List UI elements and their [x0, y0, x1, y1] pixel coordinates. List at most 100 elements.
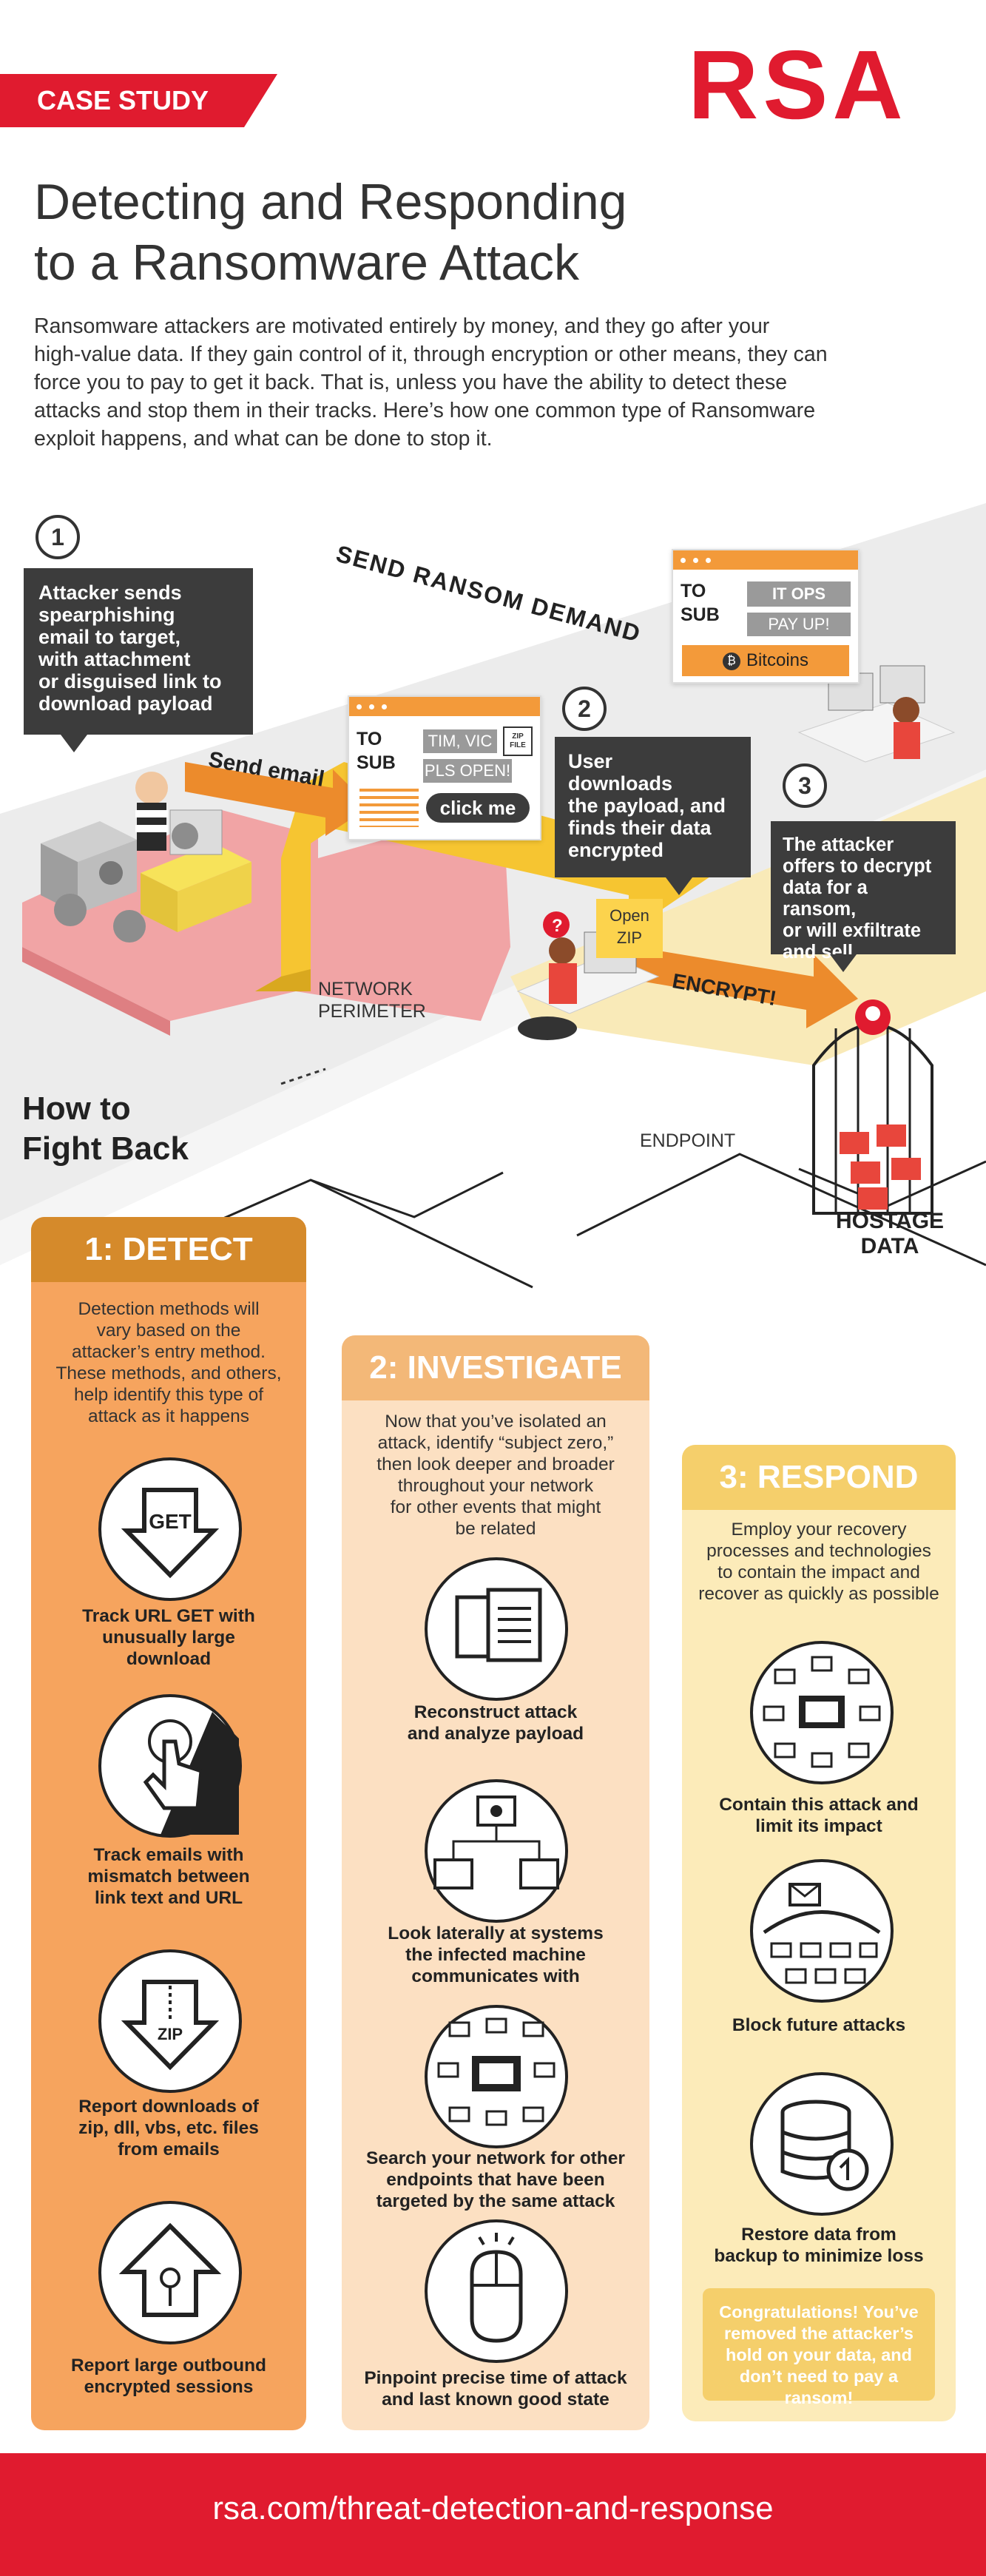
user-head: [549, 937, 575, 964]
callout-line: offers to decrypt: [783, 856, 932, 877]
endpoint-label: ENDPOINT: [640, 1130, 736, 1151]
svg-text:?: ?: [552, 916, 563, 936]
upload-key-icon: [98, 2201, 242, 2344]
page-title: Detecting and Responding to a Ransomware…: [34, 172, 922, 293]
investigate-column: 2: INVESTIGATE Now that you’ve isolated …: [342, 1335, 649, 2430]
callout-line: User: [568, 750, 613, 772]
data-block: [877, 1125, 906, 1147]
question-icon: [543, 911, 570, 938]
intro-line: Ransomware attackers are motivated entir…: [34, 314, 770, 338]
intro-line: high-value data. If they gain control of…: [34, 343, 828, 366]
email-to-label: TO: [681, 581, 706, 601]
documents-icon: [425, 1557, 568, 1701]
blocked-email-icon: [750, 1859, 894, 2003]
bitcoins-button[interactable]: ₿ Bitcoins: [682, 645, 849, 676]
step-2-number: 2: [562, 687, 607, 731]
callout-line: downloads: [568, 772, 672, 795]
safe-icon: [41, 821, 137, 862]
investigate-title: 2: INVESTIGATE: [342, 1335, 649, 1400]
hostage-data-label: HOSTAGE DATA: [835, 1209, 945, 1258]
email-to-label: TO: [357, 729, 382, 749]
phishing-email: TO SUB TIM, VIC PLS OPEN! ZIP FILE click…: [348, 695, 541, 840]
callout-line: finds their data: [568, 817, 712, 839]
svg-text:ZIP: ZIP: [158, 2025, 183, 2043]
callout-line: encrypted: [568, 839, 664, 861]
step-1-number: 1: [36, 515, 80, 559]
it-user-head: [893, 697, 919, 724]
respond-item-2: Block future attacks: [732, 2015, 906, 2035]
email-titlebar: [349, 697, 540, 716]
email-to-value: IT OPS: [747, 581, 851, 607]
email-sub-value: PLS OPEN!: [423, 759, 512, 783]
callout-line: spearphishing: [38, 604, 175, 626]
database-restore-icon: [750, 2072, 894, 2216]
data-block: [851, 1161, 880, 1184]
click-me-button[interactable]: click me: [426, 793, 530, 823]
office-chair: [518, 1016, 577, 1040]
footer-url[interactable]: rsa.com/threat-detection-and-response: [0, 2453, 986, 2576]
email-body-lines: [359, 789, 419, 827]
step-3-number: 3: [783, 763, 827, 808]
intro-line: attacks and stop them in their tracks. H…: [34, 399, 816, 422]
perimeter-dash: [280, 1068, 326, 1085]
email-sub-label: SUB: [357, 752, 396, 773]
callout-line: data for a ransom,: [783, 877, 868, 920]
how-to-fight-back-heading: How to Fight Back: [22, 1090, 189, 1167]
email-sub-value: PAY UP!: [747, 613, 851, 636]
attacker-platform: [22, 806, 510, 1021]
pointer-hand-icon: [98, 1694, 242, 1838]
network-computers-icon: [425, 1779, 568, 1923]
case-study-banner: CASE STUDY: [0, 74, 277, 127]
zip-file-icon: ZIP FILE: [503, 726, 533, 756]
callout-line: with attachment: [38, 648, 191, 670]
data-block: [891, 1158, 921, 1180]
title-line-1: Detecting and Responding: [34, 174, 627, 230]
get-download-icon: GET: [98, 1457, 242, 1601]
money-bag-icon: [172, 823, 198, 849]
money-bag-icon: [113, 910, 146, 943]
bitcoin-icon: ₿: [722, 652, 740, 670]
title-line-2: to a Ransomware Attack: [34, 235, 580, 291]
svg-text:GET: GET: [149, 1510, 192, 1533]
intro-line: force you to pay to get it back. That is…: [34, 371, 788, 394]
attacker-platform-side: [22, 947, 170, 1036]
callout-line: or will exfiltrate: [783, 920, 922, 941]
encrypt-arrow: [636, 947, 858, 1028]
data-block: [840, 1132, 869, 1154]
network-perimeter-label: NETWORK PERIMETER: [318, 979, 426, 1022]
step-1-callout: Attacker sends spearphishing email to ta…: [24, 568, 253, 752]
callout-line: The attacker: [783, 834, 894, 855]
zip-download-icon: ZIP: [98, 1949, 242, 2093]
callout-line: email to target,: [38, 626, 181, 648]
data-block: [858, 1187, 888, 1210]
money-bag-icon: [54, 894, 87, 926]
open-zip-bubble: Open ZIP: [596, 899, 663, 958]
callout-line: Attacker sends: [38, 581, 182, 604]
email-sub-label: SUB: [681, 604, 720, 625]
it-monitor: [879, 665, 925, 704]
bitcoins-label: Bitcoins: [746, 650, 809, 670]
ransom-email: TO SUB IT OPS PAY UP! ₿ Bitcoins: [672, 549, 860, 684]
callout-line: and sell: [783, 942, 853, 962]
send-email-arrow: [185, 762, 370, 836]
callout-line: or disguised link to: [38, 670, 222, 692]
intro-paragraph: Ransomware attackers are motivated entir…: [34, 312, 944, 453]
rsa-logo: RSA: [688, 30, 947, 139]
attacker-desk: [141, 843, 251, 891]
mouse-click-icon: [425, 2219, 568, 2363]
network-search-icon: [425, 2005, 568, 2148]
